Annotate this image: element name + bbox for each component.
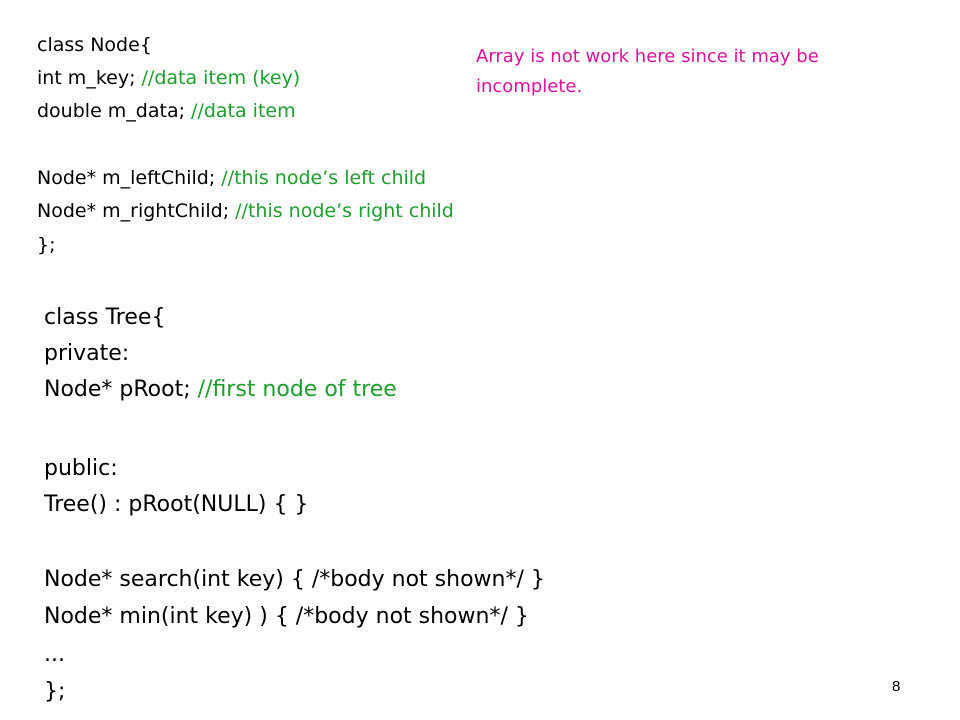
annotation-note: Array is not work here since it may be i… xyxy=(476,42,926,102)
note-text: Array is not work here since it may be i… xyxy=(476,46,819,97)
code-line: Node* pRoot; //first node of tree xyxy=(44,377,397,402)
code-line: Node* search(int key) { /*body not shown… xyxy=(44,567,545,592)
page-number: 8 xyxy=(892,678,901,695)
code-line: private: xyxy=(44,341,129,366)
code-text: class Node{ xyxy=(37,34,152,56)
code-comment: //first node of tree xyxy=(197,377,397,402)
code-line: }; xyxy=(37,234,56,256)
code-text: Node* m_leftChild; xyxy=(37,167,222,189)
code-line: double m_data; //data item xyxy=(37,100,296,122)
code-text: }; xyxy=(44,679,66,704)
code-comment: //data item xyxy=(191,100,296,122)
code-text: int m_key; xyxy=(37,67,142,89)
code-text: Tree() : pRoot(NULL) { } xyxy=(44,492,309,517)
code-comment: //this node’s left child xyxy=(221,167,427,189)
code-line: Node* min(int key) ) { /*body not shown*… xyxy=(44,604,529,629)
code-line: class Node{ xyxy=(37,34,152,56)
code-line: Node* m_rightChild; //this node’s right … xyxy=(37,200,454,222)
code-text: class Tree{ xyxy=(44,305,166,330)
code-text: ... xyxy=(44,642,65,667)
code-comment: //this node’s right child xyxy=(235,200,454,222)
code-text: Node* min(int key) ) { /*body not shown*… xyxy=(44,604,529,629)
code-line: }; xyxy=(44,679,65,704)
code-text: Node* search(int key) { /*body not shown… xyxy=(44,567,545,592)
code-text: private: xyxy=(44,341,130,366)
code-text: Node* pRoot; xyxy=(44,377,198,402)
code-line: ... xyxy=(44,642,65,667)
code-line: Node* m_leftChild; //this node’s left ch… xyxy=(37,167,426,189)
code-text: Node* m_rightChild; xyxy=(37,200,236,222)
code-text: public: xyxy=(44,456,118,481)
code-line: public: xyxy=(44,456,118,481)
code-comment: //data item (key) xyxy=(141,67,301,89)
code-line: int m_key; //data item (key) xyxy=(37,67,300,89)
code-line: class Tree{ xyxy=(44,305,165,330)
code-line: Tree() : pRoot(NULL) { } xyxy=(44,492,308,517)
code-text: }; xyxy=(37,234,56,256)
code-text: double m_data; xyxy=(37,100,192,122)
